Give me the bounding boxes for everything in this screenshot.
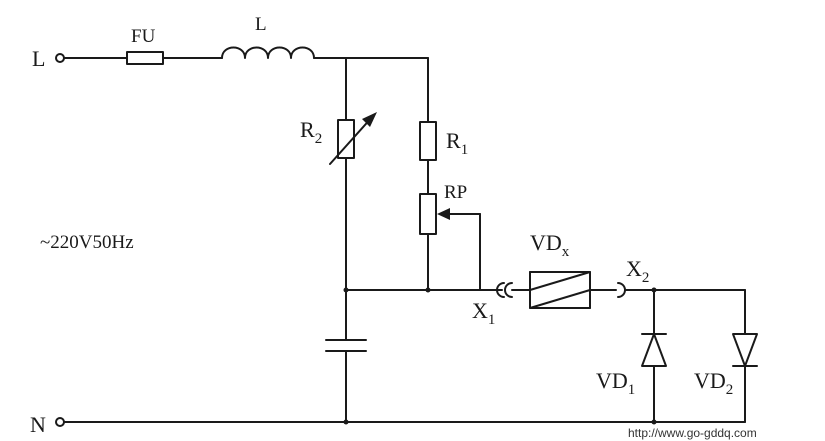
label-supply: ~220V50Hz bbox=[40, 232, 134, 253]
r2-arrow-head bbox=[362, 112, 377, 127]
terminal-n bbox=[55, 417, 65, 427]
rp-wiper-arrow bbox=[437, 208, 450, 220]
label-vd1-sub: 1 bbox=[628, 382, 636, 398]
socket-x1-right bbox=[504, 282, 513, 298]
label-r1-sub: 1 bbox=[461, 142, 469, 158]
label-r1-main: R bbox=[446, 128, 461, 153]
vd1-anode-triangle bbox=[641, 333, 667, 367]
watermark-url: http://www.go-gddq.com bbox=[628, 426, 757, 440]
node-dot-bottom-vd1 bbox=[651, 419, 657, 425]
label-x1: X1 bbox=[472, 298, 495, 328]
label-vdx: VDx bbox=[530, 230, 570, 260]
label-x2-sub: 2 bbox=[642, 270, 650, 286]
label-x2: X2 bbox=[626, 256, 649, 286]
label-terminal-n: N bbox=[30, 412, 46, 437]
vdx-triangle-forward bbox=[529, 271, 591, 291]
node-dot-right bbox=[425, 287, 431, 293]
node-dot-bottom-cap bbox=[343, 419, 349, 425]
potentiometer-rp bbox=[419, 193, 437, 235]
label-vdx-sub: x bbox=[562, 244, 570, 260]
vdx-triangle-reverse bbox=[529, 289, 591, 309]
label-r2-main: R bbox=[300, 117, 315, 142]
label-vd1-main: VD bbox=[596, 368, 628, 393]
label-vd2: VD2 bbox=[694, 368, 733, 398]
label-x1-sub: 1 bbox=[488, 312, 496, 328]
label-vd2-main: VD bbox=[694, 368, 726, 393]
r2-adjust-arrow bbox=[329, 115, 374, 165]
inductor-l bbox=[221, 46, 315, 59]
label-vd1: VD1 bbox=[596, 368, 635, 398]
resistor-r1 bbox=[419, 121, 437, 161]
fuse-fu bbox=[126, 51, 164, 65]
terminal-l bbox=[55, 53, 65, 63]
label-vd2-sub: 2 bbox=[726, 382, 734, 398]
label-x1-main: X bbox=[472, 298, 488, 323]
vd2-anode-triangle bbox=[732, 333, 758, 367]
label-fuse: FU bbox=[131, 26, 156, 47]
label-inductor: L bbox=[255, 14, 267, 35]
label-r2: R2 bbox=[300, 117, 322, 147]
label-r2-sub: 2 bbox=[315, 131, 323, 147]
label-x2-main: X bbox=[626, 256, 642, 281]
socket-x1 bbox=[496, 282, 505, 298]
label-rp: RP bbox=[444, 182, 467, 203]
label-terminal-l: L bbox=[32, 46, 45, 71]
label-r1: R1 bbox=[446, 128, 468, 158]
label-vdx-main: VD bbox=[530, 230, 562, 255]
socket-x2 bbox=[617, 282, 626, 298]
